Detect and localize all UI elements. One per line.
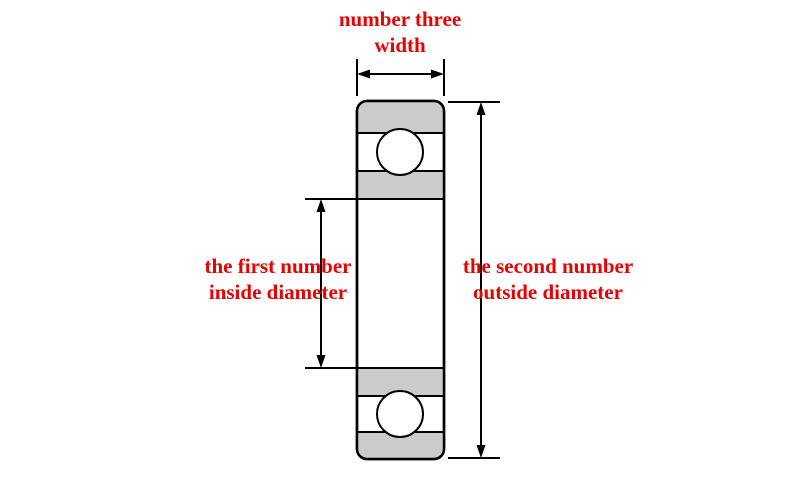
width-label-line2: width xyxy=(374,33,426,57)
arrowhead-up xyxy=(316,199,326,212)
bearing-outline-overlay xyxy=(355,99,446,461)
outer-race-top xyxy=(357,101,444,133)
bearing-cross-section xyxy=(355,99,446,461)
inside-diameter-label: the first number inside diameter xyxy=(168,253,388,305)
inside-diameter-label-line1: the first number xyxy=(204,254,352,278)
bearing-ball-bottom xyxy=(376,390,424,438)
arrowhead-up xyxy=(476,102,486,115)
outside-diameter-dimension-arrow xyxy=(448,101,500,459)
arrowhead-down xyxy=(476,445,486,458)
arrowhead-left xyxy=(357,69,370,79)
width-label-line1: number three xyxy=(338,7,462,31)
arrowhead-down xyxy=(316,355,326,368)
bearing-ball-top xyxy=(376,128,424,176)
inside-diameter-dimension-arrow xyxy=(305,198,356,369)
inside-diameter-label-line2: inside diameter xyxy=(208,280,348,304)
outside-diameter-label: the second number outside diameter xyxy=(438,253,658,305)
width-label: number three width xyxy=(290,6,510,58)
bearing-races xyxy=(357,101,444,459)
width-dimension-arrow xyxy=(356,59,445,96)
arrowhead-right xyxy=(431,69,444,79)
outside-diameter-label-line1: the second number xyxy=(462,254,634,278)
outside-diameter-label-line2: outside diameter xyxy=(473,280,623,304)
